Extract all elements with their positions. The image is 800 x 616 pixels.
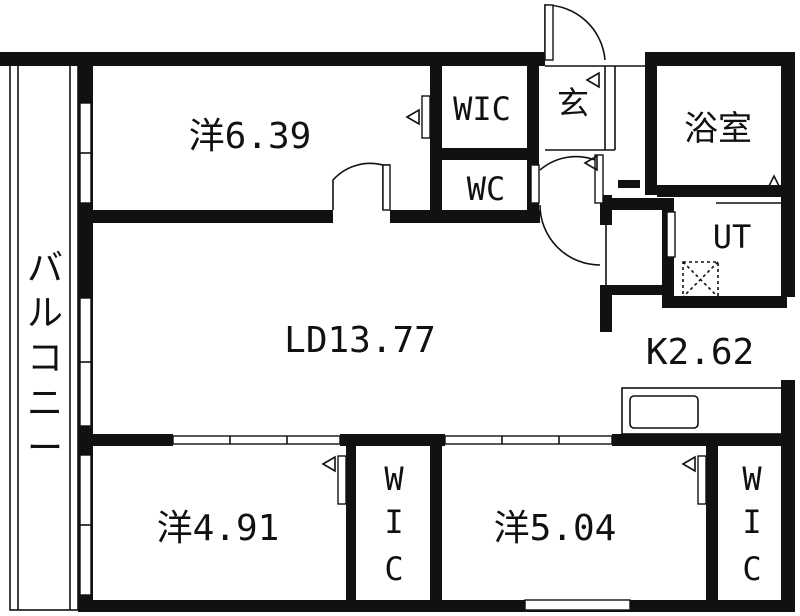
wic-center-letter: I [384,503,403,541]
balcony-letter: ニ [27,383,63,424]
room-western-north: 洋6.39 [189,116,312,157]
wic-east-letter: I [742,503,761,541]
balcony-letter: ー [27,428,63,469]
balcony-letter: バ [27,248,63,289]
balcony [9,59,79,611]
balcony-label: バ ル コ ニ ー [27,248,63,469]
room-ut: UT [713,218,752,256]
fixtures [79,4,783,611]
room-western-southeast: 洋5.04 [494,508,617,549]
wic-center-letter: W [384,460,404,498]
room-kitchen: K2.62 [646,332,754,373]
balcony-letter: ル [27,293,63,334]
room-ld: LD13.77 [284,320,436,361]
room-wic-center: W I C [384,460,404,588]
room-wc: WC [467,170,506,208]
room-labels: 洋6.39 LD13.77 K2.62 洋4.91 洋5.04 浴室 UT 玄 … [27,84,762,588]
room-bath: 浴室 [684,109,752,149]
wic-east-letter: W [742,460,762,498]
room-genkan: 玄 [557,84,589,122]
room-wic-north: WIC [453,90,511,128]
room-wic-east: W I C [742,460,762,588]
room-western-southwest: 洋4.91 [157,508,280,549]
wic-center-letter: C [384,550,403,588]
wic-east-letter: C [742,550,761,588]
balcony-letter: コ [27,338,63,379]
